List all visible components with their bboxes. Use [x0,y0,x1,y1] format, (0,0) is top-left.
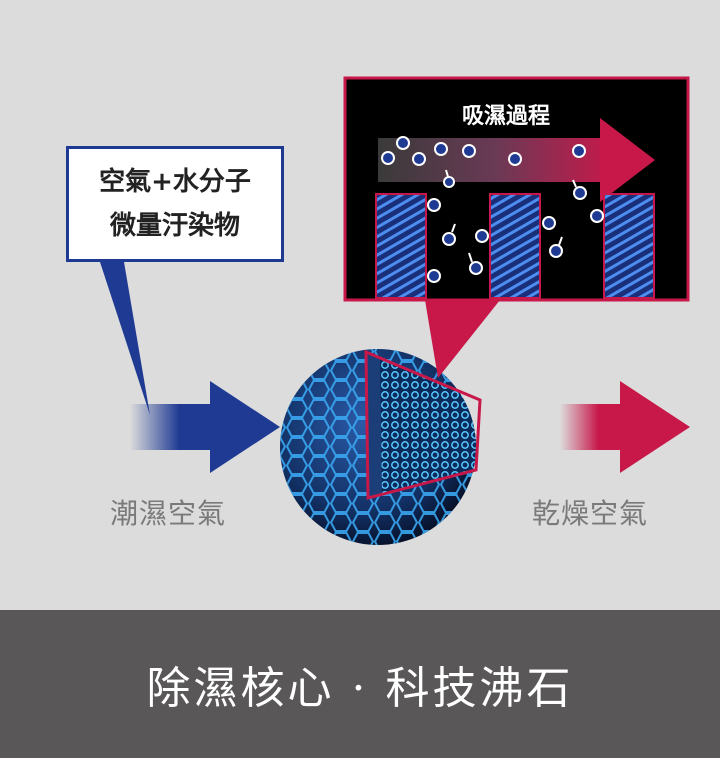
footer-title: 除濕核心 · 科技沸石 [147,652,574,716]
humid-air-arrow [130,381,280,473]
footer-banner: 除濕核心 · 科技沸石 [0,610,720,758]
zeolite-sphere [270,340,490,560]
diagram-area: 空氣+水分子 微量汙染物 吸濕過程 潮濕空氣 乾燥空氣 [0,0,720,610]
dry-air-arrow [560,381,690,473]
process-title: 吸濕過程 [462,98,550,130]
humid-air-label: 潮濕空氣 [110,492,226,532]
callout-line-2: 微量汙染物 [110,204,240,248]
callout-box: 空氣+水分子 微量汙染物 [66,146,284,262]
dry-air-label: 乾燥空氣 [532,492,648,532]
callout-pointer [100,262,150,415]
callout-line-1: 空氣+水分子 [99,160,251,204]
zoom-connector [425,300,500,378]
